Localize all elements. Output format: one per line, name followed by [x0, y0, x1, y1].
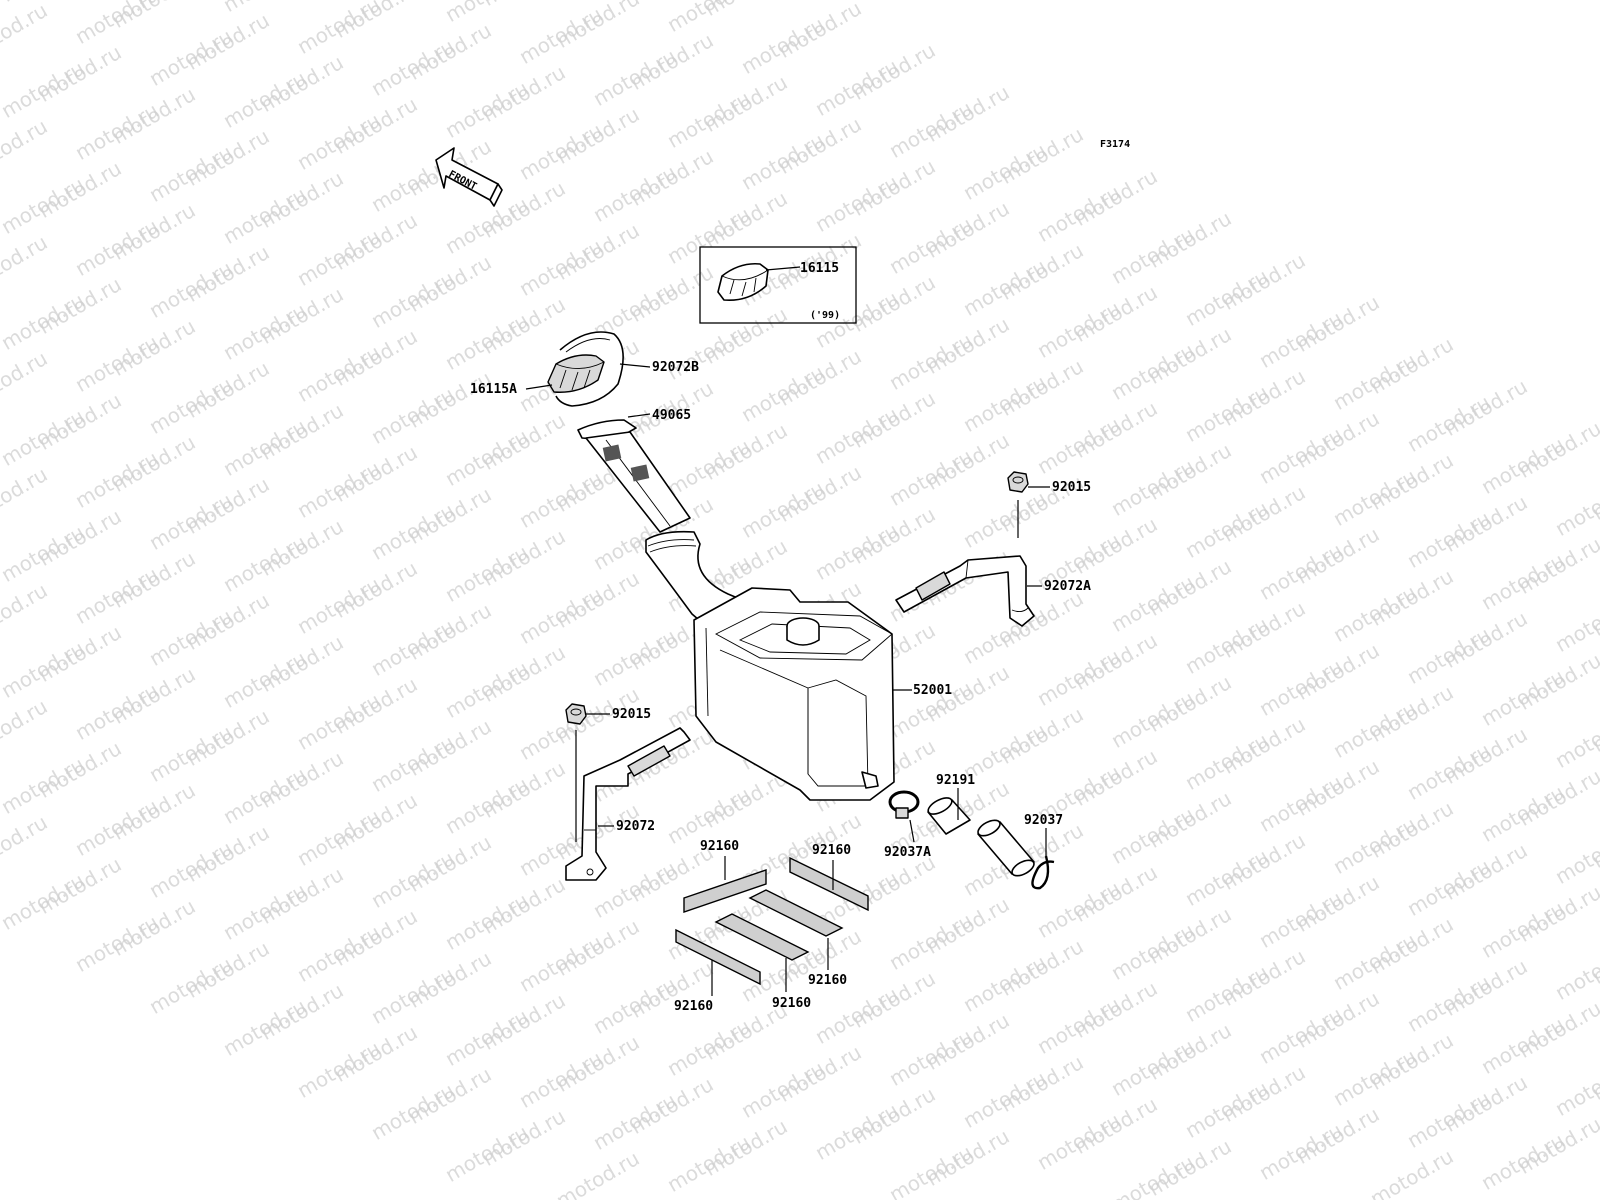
nut-right-icon [1007, 471, 1029, 493]
nut-left-icon [565, 703, 587, 725]
pad-4 [714, 913, 810, 961]
inset-box: 16115 ('99) [699, 246, 857, 324]
label-pad-5: 92160 [808, 973, 847, 988]
label-pad-4: 92160 [772, 996, 811, 1011]
inset-note: ('99) [810, 310, 840, 321]
pad-1 [683, 869, 767, 913]
pads-group: 92160 92160 92160 92160 92160 [674, 839, 869, 1014]
hose-clamp-a [888, 790, 920, 819]
diagram-code: F3174 [1100, 139, 1130, 150]
oil-filler-filter [577, 419, 691, 533]
label-nut-left: 92015 [612, 707, 651, 722]
label-oil-tank: 52001 [913, 683, 952, 698]
band-right [895, 555, 1035, 627]
label-pad-1: 92160 [700, 839, 739, 854]
label-cap-gasket: 92072B [652, 360, 699, 375]
pad-5 [748, 889, 844, 937]
inset-part-number: 16115 [800, 261, 839, 276]
label-hose: 92191 [936, 773, 975, 788]
label-clamp-a: 92037A [884, 845, 931, 860]
oil-tank [645, 530, 895, 801]
label-filler-cap: 16115A [470, 382, 517, 397]
label-filter: 49065 [652, 408, 691, 423]
label-pad-2: 92160 [812, 843, 851, 858]
label-nut-right: 92015 [1052, 480, 1091, 495]
label-pad-3: 92160 [674, 999, 713, 1014]
cap-1999-icon [717, 262, 769, 302]
hose-clamp [1031, 855, 1055, 890]
front-arrow-icon: FRONT [435, 147, 503, 207]
label-band-left: 92072 [616, 819, 655, 834]
pad-2 [789, 856, 869, 912]
filler-cap [547, 354, 605, 393]
label-clamp: 92037 [1024, 813, 1063, 828]
band-left [565, 727, 691, 881]
label-band-right: 92072A [1044, 579, 1091, 594]
pad-3 [675, 928, 761, 986]
oil-hose [927, 797, 1035, 877]
